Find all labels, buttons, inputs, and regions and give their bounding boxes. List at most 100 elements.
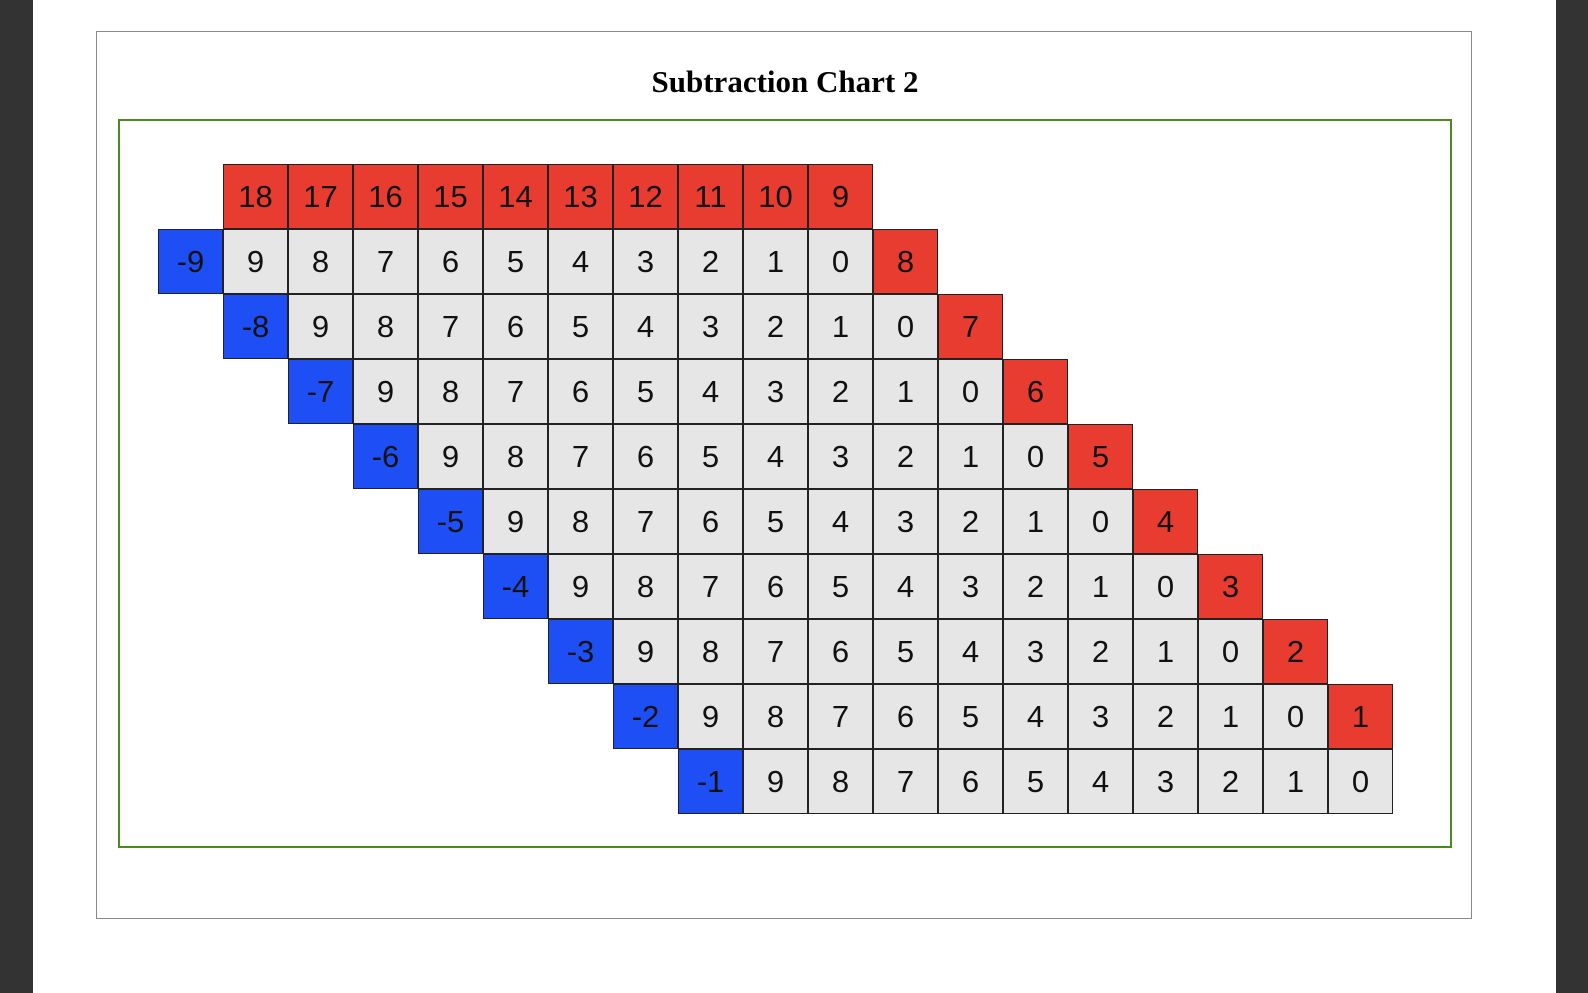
difference-cell: 0: [1133, 554, 1198, 619]
minuend-cell: 3: [1198, 554, 1263, 619]
difference-cell: 2: [808, 359, 873, 424]
minuend-cell: 8: [873, 229, 938, 294]
difference-cell: 9: [678, 684, 743, 749]
difference-cell: 1: [1133, 619, 1198, 684]
subtrahend-cell: -1: [678, 749, 743, 814]
difference-cell: 5: [808, 554, 873, 619]
minuend-cell: 10: [743, 164, 808, 229]
difference-cell: 9: [743, 749, 808, 814]
subtrahend-cell: -4: [483, 554, 548, 619]
difference-cell: 1: [873, 359, 938, 424]
difference-cell: 7: [483, 359, 548, 424]
difference-cell: 0: [1263, 684, 1328, 749]
difference-cell: 6: [418, 229, 483, 294]
difference-cell: 9: [483, 489, 548, 554]
difference-cell: 9: [223, 229, 288, 294]
difference-cell: 0: [873, 294, 938, 359]
difference-cell: 9: [288, 294, 353, 359]
difference-cell: 8: [678, 619, 743, 684]
difference-cell: 0: [808, 229, 873, 294]
minuend-cell: 17: [288, 164, 353, 229]
difference-cell: 1: [1198, 684, 1263, 749]
minuend-cell: 14: [483, 164, 548, 229]
difference-cell: 2: [1133, 684, 1198, 749]
difference-cell: 8: [548, 489, 613, 554]
difference-cell: 5: [873, 619, 938, 684]
difference-cell: 5: [743, 489, 808, 554]
difference-cell: 5: [483, 229, 548, 294]
minuend-cell: 16: [353, 164, 418, 229]
difference-cell: 3: [808, 424, 873, 489]
minuend-cell: 4: [1133, 489, 1198, 554]
subtrahend-cell: -6: [353, 424, 418, 489]
difference-cell: 8: [808, 749, 873, 814]
difference-cell: 6: [873, 684, 938, 749]
minuend-cell: 1: [1328, 684, 1393, 749]
difference-cell: 0: [1198, 619, 1263, 684]
difference-cell: 3: [678, 294, 743, 359]
difference-cell: 9: [548, 554, 613, 619]
difference-cell: 8: [613, 554, 678, 619]
difference-cell: 5: [938, 684, 1003, 749]
difference-cell: 5: [678, 424, 743, 489]
difference-cell: 3: [938, 554, 1003, 619]
difference-cell: 1: [743, 229, 808, 294]
difference-cell: 8: [353, 294, 418, 359]
minuend-cell: 13: [548, 164, 613, 229]
difference-cell: 6: [613, 424, 678, 489]
difference-cell: 3: [1068, 684, 1133, 749]
difference-cell: 3: [1003, 619, 1068, 684]
subtrahend-cell: -8: [223, 294, 288, 359]
difference-cell: 9: [418, 424, 483, 489]
difference-cell: 2: [873, 424, 938, 489]
minuend-cell: 6: [1003, 359, 1068, 424]
difference-cell: 5: [548, 294, 613, 359]
difference-cell: 4: [1003, 684, 1068, 749]
difference-cell: 6: [548, 359, 613, 424]
difference-cell: 5: [1003, 749, 1068, 814]
difference-cell: 3: [1133, 749, 1198, 814]
difference-cell: 7: [418, 294, 483, 359]
difference-cell: 2: [743, 294, 808, 359]
minuend-cell: 12: [613, 164, 678, 229]
difference-cell: 4: [938, 619, 1003, 684]
difference-cell: 3: [613, 229, 678, 294]
difference-cell: 0: [1003, 424, 1068, 489]
difference-cell: 4: [1068, 749, 1133, 814]
difference-cell: 4: [873, 554, 938, 619]
difference-cell: 2: [1003, 554, 1068, 619]
difference-cell: 3: [873, 489, 938, 554]
difference-cell: 8: [743, 684, 808, 749]
minuend-cell: 9: [808, 164, 873, 229]
difference-cell: 7: [353, 229, 418, 294]
subtrahend-cell: -7: [288, 359, 353, 424]
difference-cell: 4: [613, 294, 678, 359]
difference-cell: 4: [678, 359, 743, 424]
difference-cell: 0: [938, 359, 1003, 424]
difference-cell: 6: [678, 489, 743, 554]
minuend-cell: 2: [1263, 619, 1328, 684]
difference-cell: 1: [1263, 749, 1328, 814]
subtrahend-cell: -3: [548, 619, 613, 684]
difference-cell: 8: [288, 229, 353, 294]
difference-cell: 7: [743, 619, 808, 684]
difference-cell: 2: [938, 489, 1003, 554]
difference-cell: 2: [678, 229, 743, 294]
difference-cell: 3: [743, 359, 808, 424]
difference-cell: 7: [548, 424, 613, 489]
minuend-cell: 5: [1068, 424, 1133, 489]
difference-cell: 7: [678, 554, 743, 619]
difference-cell: 4: [808, 489, 873, 554]
difference-cell: 5: [613, 359, 678, 424]
difference-cell: 8: [418, 359, 483, 424]
minuend-cell: 11: [678, 164, 743, 229]
difference-cell: 1: [1068, 554, 1133, 619]
difference-cell: 4: [743, 424, 808, 489]
difference-cell: 0: [1068, 489, 1133, 554]
minuend-cell: 15: [418, 164, 483, 229]
minuend-cell: 7: [938, 294, 1003, 359]
difference-cell: 0: [1328, 749, 1393, 814]
